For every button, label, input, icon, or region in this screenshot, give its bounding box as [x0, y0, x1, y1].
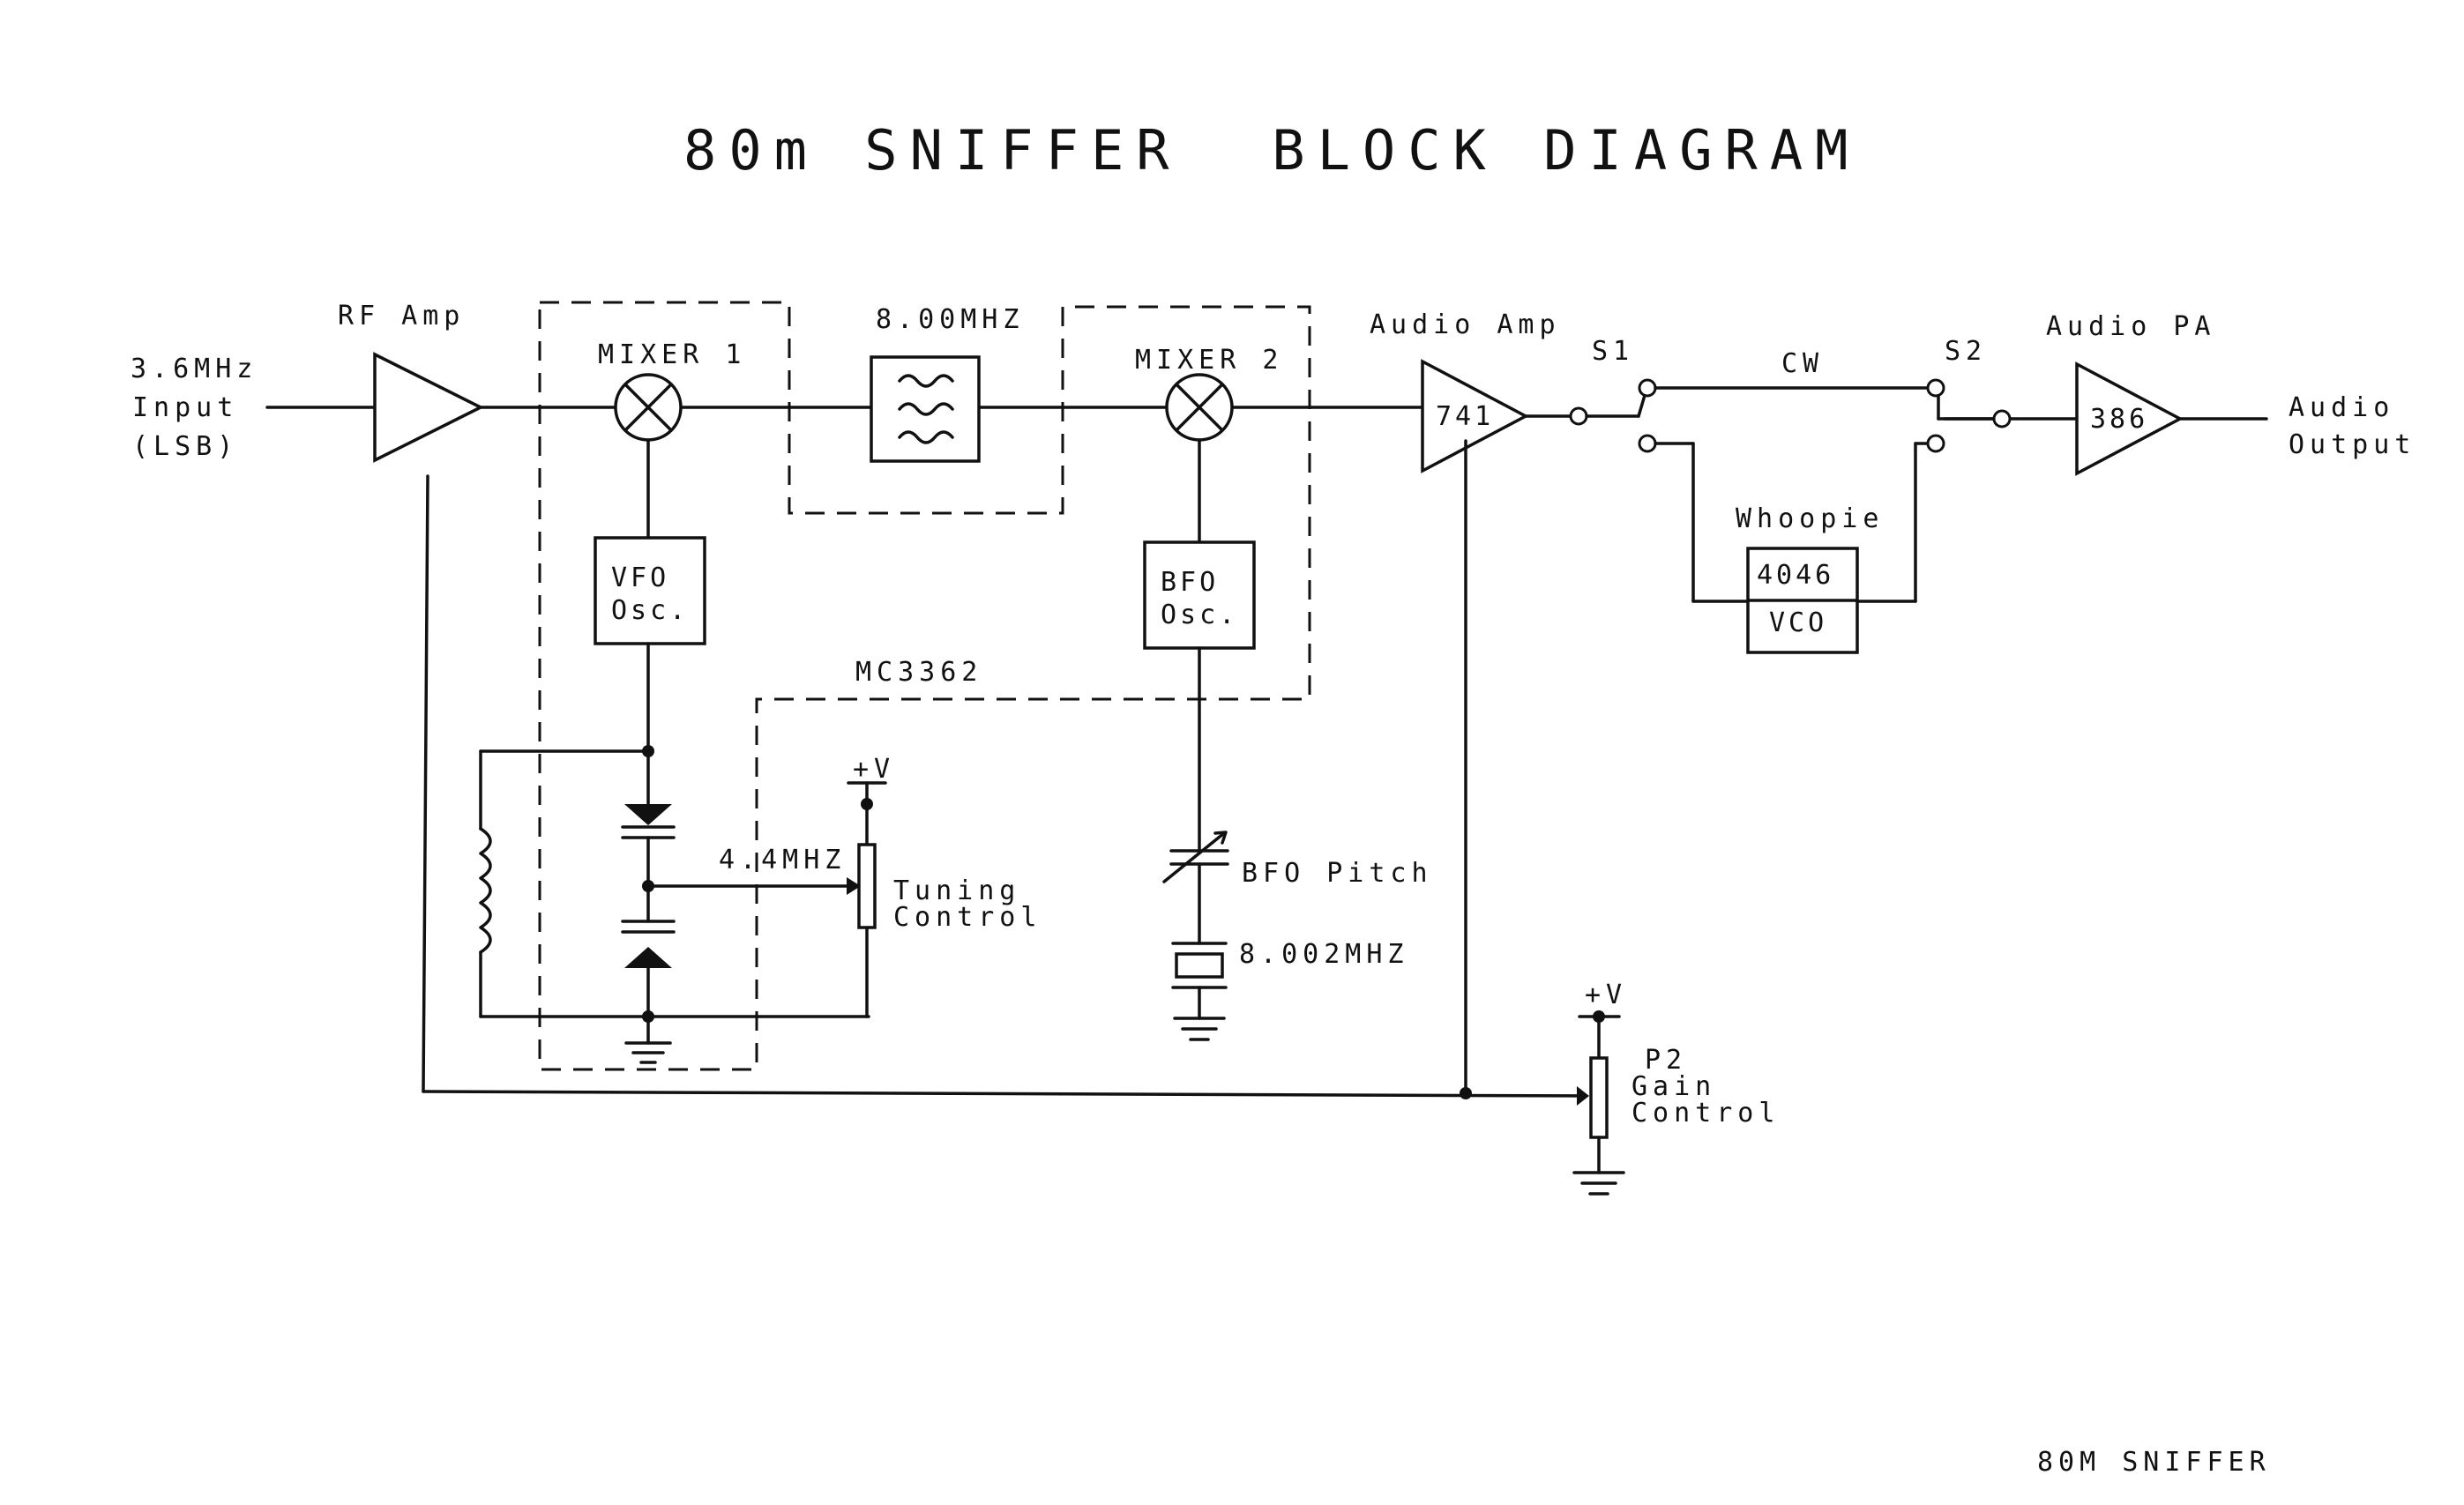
diagram-title: 80m SNIFFER BLOCK DIAGRAM: [683, 118, 1861, 183]
bfo-pitch-label: BFO Pitch: [1242, 858, 1433, 889]
crystal-filter: 8.00MHZ: [870, 304, 1024, 463]
footer-label: 80M SNIFFER: [2037, 1447, 2271, 1478]
whoopie-path: 4046 VCO Whoopie: [1654, 442, 1930, 654]
rf-amp: RF Amp: [338, 301, 484, 463]
output-label-1: Audio: [2289, 392, 2394, 423]
ground-icon: [1572, 1171, 1625, 1196]
mixer-2-label: MIXER 2: [1135, 345, 1283, 376]
bfo-oscillator: BFO Osc.: [1143, 438, 1256, 650]
vco-label-2: VCO: [1769, 607, 1827, 638]
tuning-label-2: Control: [893, 902, 1042, 933]
input-labels: 3.6MHz Input (LSB): [131, 354, 258, 462]
bfo-pitch-network: BFO Pitch 8.002MHZ: [1162, 646, 1433, 1041]
plus-v-label: +V: [853, 754, 895, 785]
varactor-diode-icon: [624, 947, 672, 968]
mc3362-outline: [538, 301, 1311, 1071]
input-frequency: 3.6MHz: [131, 354, 258, 384]
pa-chip-label: 386: [2090, 404, 2148, 435]
main-signal-path: [265, 406, 2268, 421]
mixer-1-label: MIXER 1: [598, 339, 746, 370]
vco-label-1: 4046: [1757, 560, 1834, 591]
s2-label: S2: [1945, 336, 1987, 367]
inductor-icon: [479, 827, 492, 954]
whoopie-label: Whoopie: [1736, 503, 1884, 534]
audio-amp-label: Audio Amp: [1370, 309, 1561, 340]
gain-control: +V P2 Gain Control: [422, 439, 1780, 1196]
bfo-label-1: BFO: [1161, 567, 1219, 598]
plus-v-label-2: +V: [1585, 980, 1627, 1010]
ground-icon: [1173, 1017, 1226, 1041]
mixer-2: MIXER 2: [1135, 345, 1283, 442]
vfo-label-1: VFO: [611, 563, 669, 593]
varactor-diode-icon: [624, 804, 672, 825]
p2-label: P2: [1645, 1045, 1687, 1076]
input-label: Input: [132, 392, 238, 423]
mc3362-label: MC3362: [855, 657, 982, 688]
vfo-label-2: Osc.: [611, 595, 689, 626]
mixer-1: MIXER 1: [598, 339, 746, 442]
audio-amp: 741 Audio Amp: [1370, 309, 1561, 473]
vfo-tank-circuit: 4.4MHZ: [479, 642, 870, 1064]
switch-s2[interactable]: S2: [1926, 336, 2012, 453]
vfo-oscillator: VFO Osc.: [594, 438, 706, 645]
input-mode: (LSB): [132, 431, 238, 462]
tuning-label-1: Tuning: [893, 875, 1020, 906]
tuning-control: +V Tuning Control: [847, 754, 1042, 1018]
opamp-label: 741: [1436, 401, 1494, 432]
cw-label: CW: [1781, 348, 1824, 379]
s1-label: S1: [1592, 336, 1634, 367]
gain-label-2: Control: [1631, 1098, 1780, 1129]
crystal-icon: [1175, 952, 1224, 979]
ground-icon: [624, 1041, 672, 1064]
crystal-frequency: 8.002MHZ: [1239, 939, 1409, 970]
audio-pa-label: Audio PA: [2046, 311, 2216, 342]
bfo-label-2: Osc.: [1161, 600, 1238, 630]
switch-s1[interactable]: S1: [1569, 336, 1657, 453]
gain-label-1: Gain: [1631, 1071, 1716, 1102]
rf-amp-label: RF Amp: [338, 301, 465, 332]
vfo-frequency: 4.4MHZ: [719, 845, 846, 875]
audio-pa: 386 Audio PA: [2046, 311, 2216, 476]
output-label-2: Output: [2289, 429, 2415, 460]
filter-frequency: 8.00MHZ: [876, 304, 1024, 335]
